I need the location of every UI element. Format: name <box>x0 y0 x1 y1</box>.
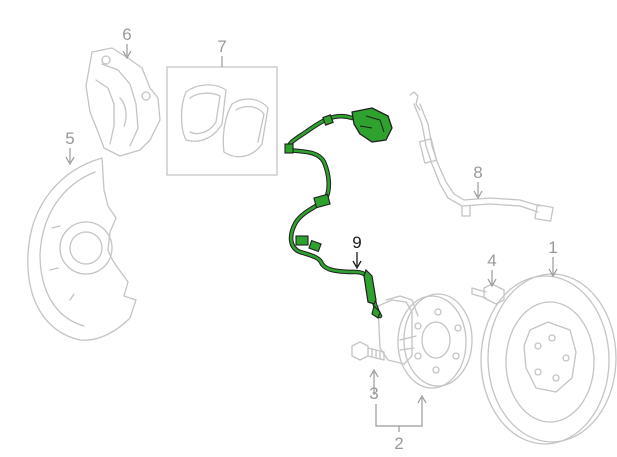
callout-5-label: 5 <box>65 129 74 148</box>
part-8-brake-hose[interactable] <box>409 91 554 222</box>
callout-8-arrow <box>473 182 483 200</box>
callout-4: 4 <box>487 251 497 288</box>
part-9-connector <box>351 107 393 143</box>
part-9-bracket <box>313 193 331 209</box>
callout-5: 5 <box>65 129 75 166</box>
part-7-brake-pads[interactable] <box>166 66 278 176</box>
part-5-dust-shield[interactable] <box>27 157 137 341</box>
callout-4-label: 4 <box>487 251 496 270</box>
callout-8-label: 8 <box>473 163 482 182</box>
part-9-clip-2 <box>284 143 294 154</box>
callout-6-label: 6 <box>122 25 131 44</box>
callout-4-arrow <box>487 270 497 288</box>
callout-9-label: 9 <box>352 233 361 252</box>
part-9-grommet <box>308 239 322 253</box>
part-3-wheel-stud[interactable] <box>351 341 385 361</box>
part-6-caliper[interactable] <box>85 47 161 157</box>
callout-2-label: 2 <box>394 434 403 453</box>
callout-1-arrow <box>548 257 558 278</box>
part-9-clip-1 <box>322 114 334 126</box>
callout-3: 3 <box>369 368 379 403</box>
callout-1: 1 <box>548 238 558 278</box>
part-9-abs-sensor[interactable] <box>284 107 393 319</box>
callout-6-arrow <box>122 44 132 60</box>
callout-7-label: 7 <box>217 37 226 56</box>
callout-6: 6 <box>122 25 132 60</box>
callout-9: 9 <box>352 233 362 270</box>
callout-7: 7 <box>217 37 227 67</box>
callout-9-arrow <box>352 252 362 270</box>
callout-3-label: 3 <box>369 384 378 403</box>
callout-5-arrow <box>65 148 75 166</box>
part-9-clip-3 <box>295 235 309 246</box>
part-9-sensor-head <box>363 268 377 305</box>
callout-3-arrow <box>369 368 379 395</box>
part-2-hub-bearing[interactable] <box>377 293 473 389</box>
callout-2: 2 <box>375 394 427 453</box>
callout-1-label: 1 <box>548 238 557 257</box>
part-1-brake-rotor[interactable] <box>480 273 617 445</box>
callout-2-bracket <box>375 394 427 427</box>
callout-8: 8 <box>473 163 483 200</box>
